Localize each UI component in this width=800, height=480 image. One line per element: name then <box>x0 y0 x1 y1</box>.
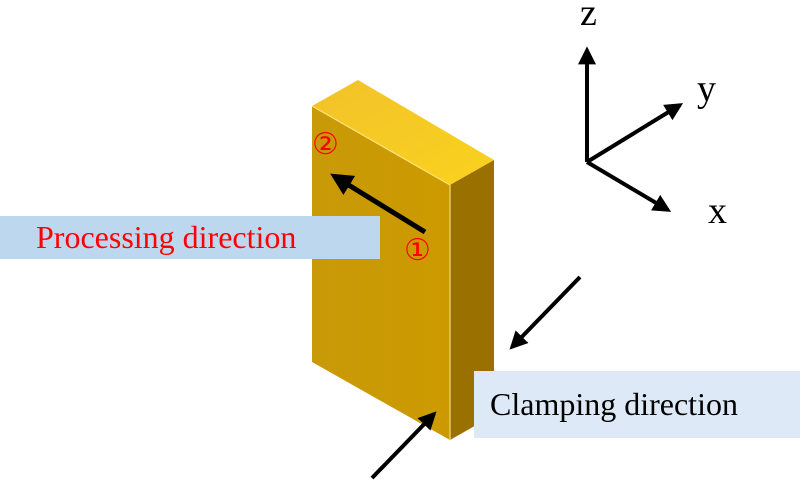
clamping-direction-label: Clamping direction <box>474 371 800 438</box>
processing-arrow <box>330 173 427 235</box>
processing-direction-label: Processing direction <box>0 216 380 259</box>
block-top-face <box>312 80 494 185</box>
marker-start-1: ① <box>404 233 431 268</box>
clamping-arrow-bottom <box>370 411 437 480</box>
y-axis-arrow <box>585 103 684 164</box>
z-axis-label: z <box>580 0 597 34</box>
clamping-arrow-top <box>509 275 582 350</box>
processing-direction-text: Processing direction <box>36 219 297 255</box>
block-side-face <box>450 160 494 440</box>
workpiece-block <box>311 80 494 440</box>
clamping-direction-text: Clamping direction <box>490 386 738 422</box>
x-axis-label: x <box>708 190 727 232</box>
x-axis-arrow <box>585 160 672 212</box>
y-axis-label: y <box>697 68 716 110</box>
coordinate-axes <box>578 46 684 212</box>
marker-end-2: ② <box>312 127 339 162</box>
